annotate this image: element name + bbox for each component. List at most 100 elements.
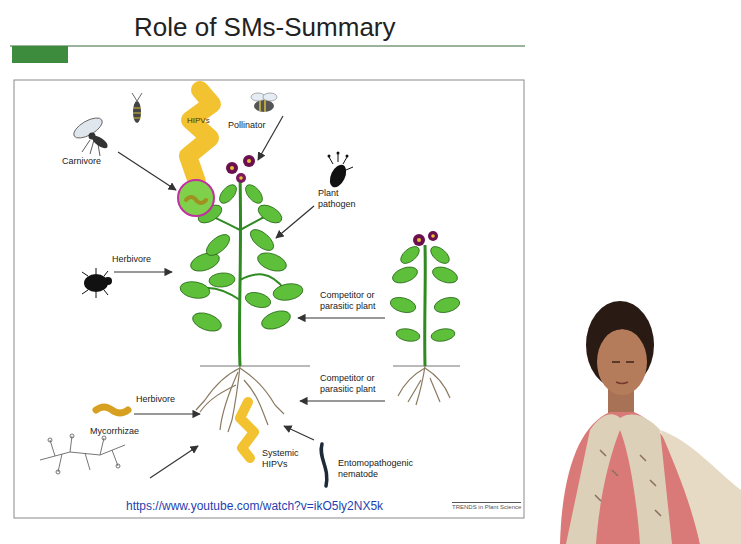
organism-label: Entomopathogenic nematode [338,458,430,480]
organism-label: Plant pathogen [318,188,366,210]
plant-stem [198,175,425,366]
carnivore-wasp [71,93,142,156]
presenter-part [616,382,628,384]
plant-leaves-part [390,264,419,286]
presenter-part [595,450,661,516]
mycorrhiza-network-part [116,464,120,468]
interaction-arrow-part [118,152,176,190]
slide-title: Role of SMs-Summary [134,12,396,43]
ground-line-part [393,365,460,366]
mycorrhiza-network-part [40,445,125,460]
interaction-arrow-part [276,206,314,238]
title-rule-part [10,45,525,47]
herbivore-beetle-part [84,274,108,292]
plant-flowers-part [247,159,251,163]
plant-leaves-part [255,201,285,226]
pollinator-bee-part [263,93,277,101]
journal-credit: TRENDS in Plant Science [452,502,521,511]
organism-label: Carnivore [62,156,101,167]
interaction-arrow-part [134,413,200,414]
plant-leaves-part [389,295,418,315]
plant-leaves [179,182,462,343]
pollinator-bee-part [254,100,274,112]
interaction-arrow-part [114,271,172,272]
plant-leaves-part [395,327,421,343]
interaction-arrow-part [298,317,385,318]
herbivore-beetle [82,268,112,298]
plant-leaves-part [430,264,459,286]
plant-leaves-part [247,226,277,255]
organism-label: Herbivore [112,254,151,265]
plant-leaves-part [208,272,235,288]
systemic-hipv-plume [240,402,254,458]
pathogen-spore-part [327,162,350,190]
presenter [560,301,741,544]
herbivore-larva-part [96,407,128,413]
hipv-plume-part [188,90,212,182]
mycorrhiza-network-part [70,434,74,438]
organism-label: Mycorrhizae [90,426,139,437]
plant-roots-part [425,368,450,398]
figure-frame [14,80,524,518]
plant-flowers-part [226,162,238,174]
title-rule-part [12,46,68,63]
plant-leaves-part [216,182,239,207]
nematode-part [321,444,327,486]
presenter-part [597,329,647,395]
pathogen-spore-part [346,155,349,158]
plant-leaves-part [259,307,293,332]
organism-label: Competitor or parasitic plant [320,290,394,312]
pathogen-spore-part [337,152,340,155]
plant-roots-part [205,368,240,400]
carnivore-wasp-part [133,101,141,123]
pathogen-spore-part [329,154,353,170]
herbivore-beetle-part [82,268,108,298]
plant-leaves-part [433,295,462,315]
plant-flowers-part [428,231,438,241]
hipv-plume-part [178,180,214,216]
interaction-arrow-part [284,426,314,440]
pathogen-spore-part [328,155,331,158]
systemic-hipv-plume-part [240,402,254,458]
organism-label: Herbivore [136,394,175,405]
plant-flowers-part [431,234,435,238]
plant-roots-part [220,372,238,430]
plant-flowers-part [413,234,425,246]
ground-line-part [200,365,310,366]
plant-flowers-part [243,155,255,167]
mycorrhiza-network [40,434,125,474]
pollinator-bee [251,93,277,112]
plant-leaves-part [179,280,211,301]
plant-roots-part [408,378,440,402]
herbivore-beetle-part [104,277,112,285]
presenter-part [560,412,700,544]
plant-leaves-part [255,249,289,274]
plant-flowers-part [417,238,421,242]
presenter-part [612,361,634,363]
plant-flowers-part [236,173,246,183]
signal-label: Systemic HIPVs [262,448,308,470]
presenter-part [660,430,741,544]
carnivore-wasp-part [133,108,141,118]
mycorrhiza-network-part [102,436,106,440]
plant-leaves-part [190,309,224,334]
plant-leaves-part [242,182,265,207]
plant-leaves-part [203,231,233,260]
plant-stem-part [239,175,240,366]
plant-flowers [226,155,438,246]
organism-label: Competitor or parasitic plant [320,373,394,395]
hipv-plume-part [186,197,206,203]
mycorrhiza-network-part [50,436,118,472]
plant-leaves-part [430,327,456,343]
plant-flowers-part [230,166,234,170]
source-url: https://www.youtube.com/watch?v=ikO5ly2N… [126,499,383,513]
pathogen-spore [327,152,353,190]
hipv-plume [178,90,214,216]
signal-label: HIPVs [187,116,210,126]
plant-roots-part [398,368,425,396]
plant-leaves-part [244,290,273,310]
interaction-arrow-part [300,400,385,401]
plant-leaves-part [398,243,423,266]
mycorrhiza-network-part [48,438,52,442]
